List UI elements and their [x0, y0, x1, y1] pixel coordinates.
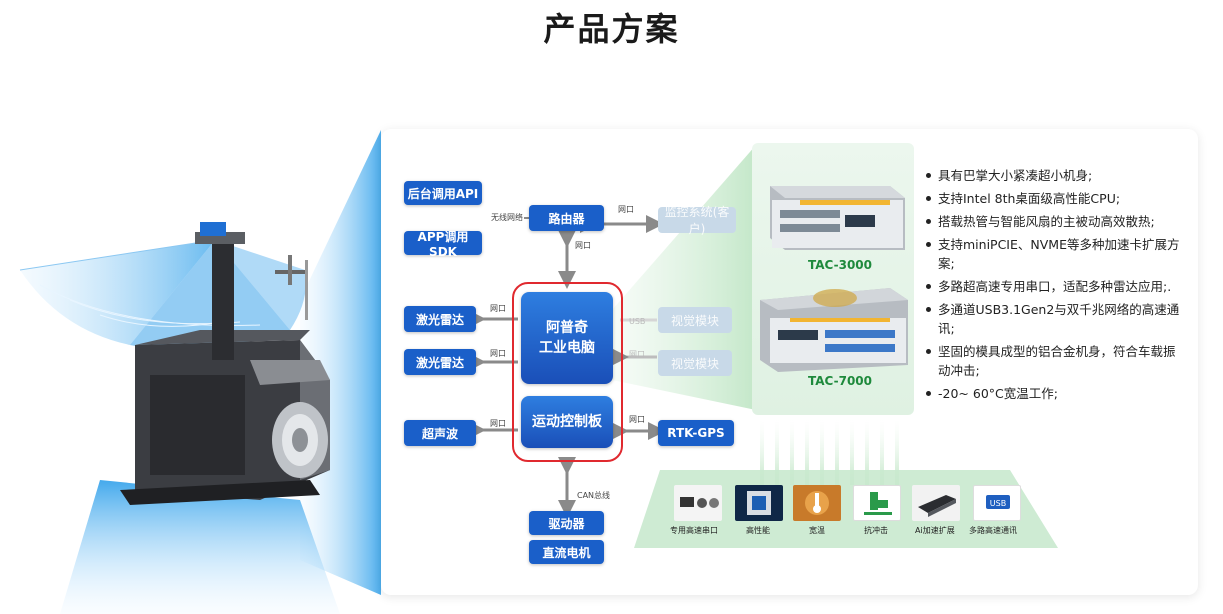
feature-list: 具有巴掌大小紧凑超小机身; 支持Intel 8th桌面级高性能CPU; 搭载热管…	[926, 166, 1181, 407]
feature-item: 支持miniPCIE、NVME等多种加速卡扩展方案;	[926, 235, 1181, 273]
lidar-1-port-label: 网口	[490, 304, 506, 313]
industrial-pc-label: 工业电脑	[539, 340, 595, 356]
feature-item: 支持Intel 8th桌面级高性能CPU;	[926, 189, 1181, 208]
icon-caption-usb: 多路高速通讯	[969, 526, 1017, 535]
driver-node: 驱动器	[529, 511, 604, 535]
usb-icon: USB	[973, 485, 1021, 521]
serial-port-icon	[674, 485, 722, 521]
rtk-port-label: 网口	[629, 415, 645, 424]
robot-illustration	[19, 130, 381, 614]
rtk-gps-node: RTK-GPS	[658, 420, 734, 446]
monitor-node: 监控系统(客户)	[658, 205, 736, 236]
icon-caption-ai: Ai加速扩展	[915, 526, 955, 535]
lidar-scan-fan	[19, 239, 306, 350]
ultrasonic-port-label: 网口	[490, 419, 506, 428]
vision-module-node-1: 视觉模块	[658, 307, 732, 333]
router-monitor-port-label: 网口	[618, 205, 634, 214]
vision-module-2-label: 视觉模块	[670, 356, 719, 371]
usb-label: USB	[629, 317, 646, 326]
lidar-node-2: 激光雷达	[404, 349, 476, 375]
router-node: 路由器	[529, 205, 604, 231]
svg-text:USB: USB	[990, 499, 1006, 508]
icon-caption-temp: 宽温	[809, 526, 825, 535]
ipc-highlight-frame	[512, 282, 623, 462]
ultrasonic-node: 超声波	[404, 420, 476, 446]
product-name-tac-7000: TAC-7000	[808, 374, 873, 388]
feature-item: 多通道USB3.1Gen2与双千兆网络的高速通讯;	[926, 300, 1181, 338]
lidar-2-port-label: 网口	[490, 349, 506, 358]
feature-item: 多路超高速专用串口，适配多种雷达应用;.	[926, 277, 1181, 296]
robot-body	[120, 222, 330, 505]
floor-beam	[60, 480, 340, 614]
monitor-node-label: 监控系统(客户)	[664, 205, 730, 236]
thermometer-icon	[793, 485, 841, 521]
lidar-node-1: 激光雷达	[404, 306, 476, 332]
feature-item: 坚固的模具成型的铝合金机身，符合车载振动冲击;	[926, 342, 1181, 380]
icon-caption-shock: 抗冲击	[864, 526, 888, 535]
icon-caption-serial: 专用高速串口	[670, 526, 718, 535]
router-pc-port-label: 网口	[575, 241, 591, 250]
vision-module-1-label: 视觉模块	[670, 313, 719, 328]
wireless-label: 无线网络	[491, 213, 523, 222]
motion-control-board-node: 运动控制板	[521, 396, 613, 448]
feature-item: 搭载热管与智能风扇的主被动高效散热;	[926, 212, 1181, 231]
shock-resistant-icon	[853, 485, 901, 521]
vision-module-node-2: 视觉模块	[658, 350, 732, 376]
feature-item: 具有巴掌大小紧凑超小机身;	[926, 166, 1181, 185]
app-sdk-node: APP调用SDK	[404, 230, 482, 259]
feature-item: -20~ 60°C宽温工作;	[926, 384, 1181, 403]
projection-beam	[300, 130, 381, 595]
icon-caption-cpu: 高性能	[746, 526, 770, 535]
vision-2-port-label: 网口	[629, 350, 645, 359]
industrial-pc-node: 阿普奇 工业电脑	[521, 292, 613, 384]
cpu-icon	[735, 485, 783, 521]
product-name-tac-3000: TAC-3000	[808, 258, 873, 272]
dc-motor-node: 直流电机	[529, 540, 604, 564]
ai-accelerator-icon	[912, 485, 960, 521]
api-backend-node: 后台调用API	[404, 181, 482, 205]
can-bus-label: CAN总线	[577, 491, 611, 500]
industrial-pc-brand: 阿普奇	[546, 320, 588, 336]
page-title: 产品方案	[543, 10, 680, 48]
